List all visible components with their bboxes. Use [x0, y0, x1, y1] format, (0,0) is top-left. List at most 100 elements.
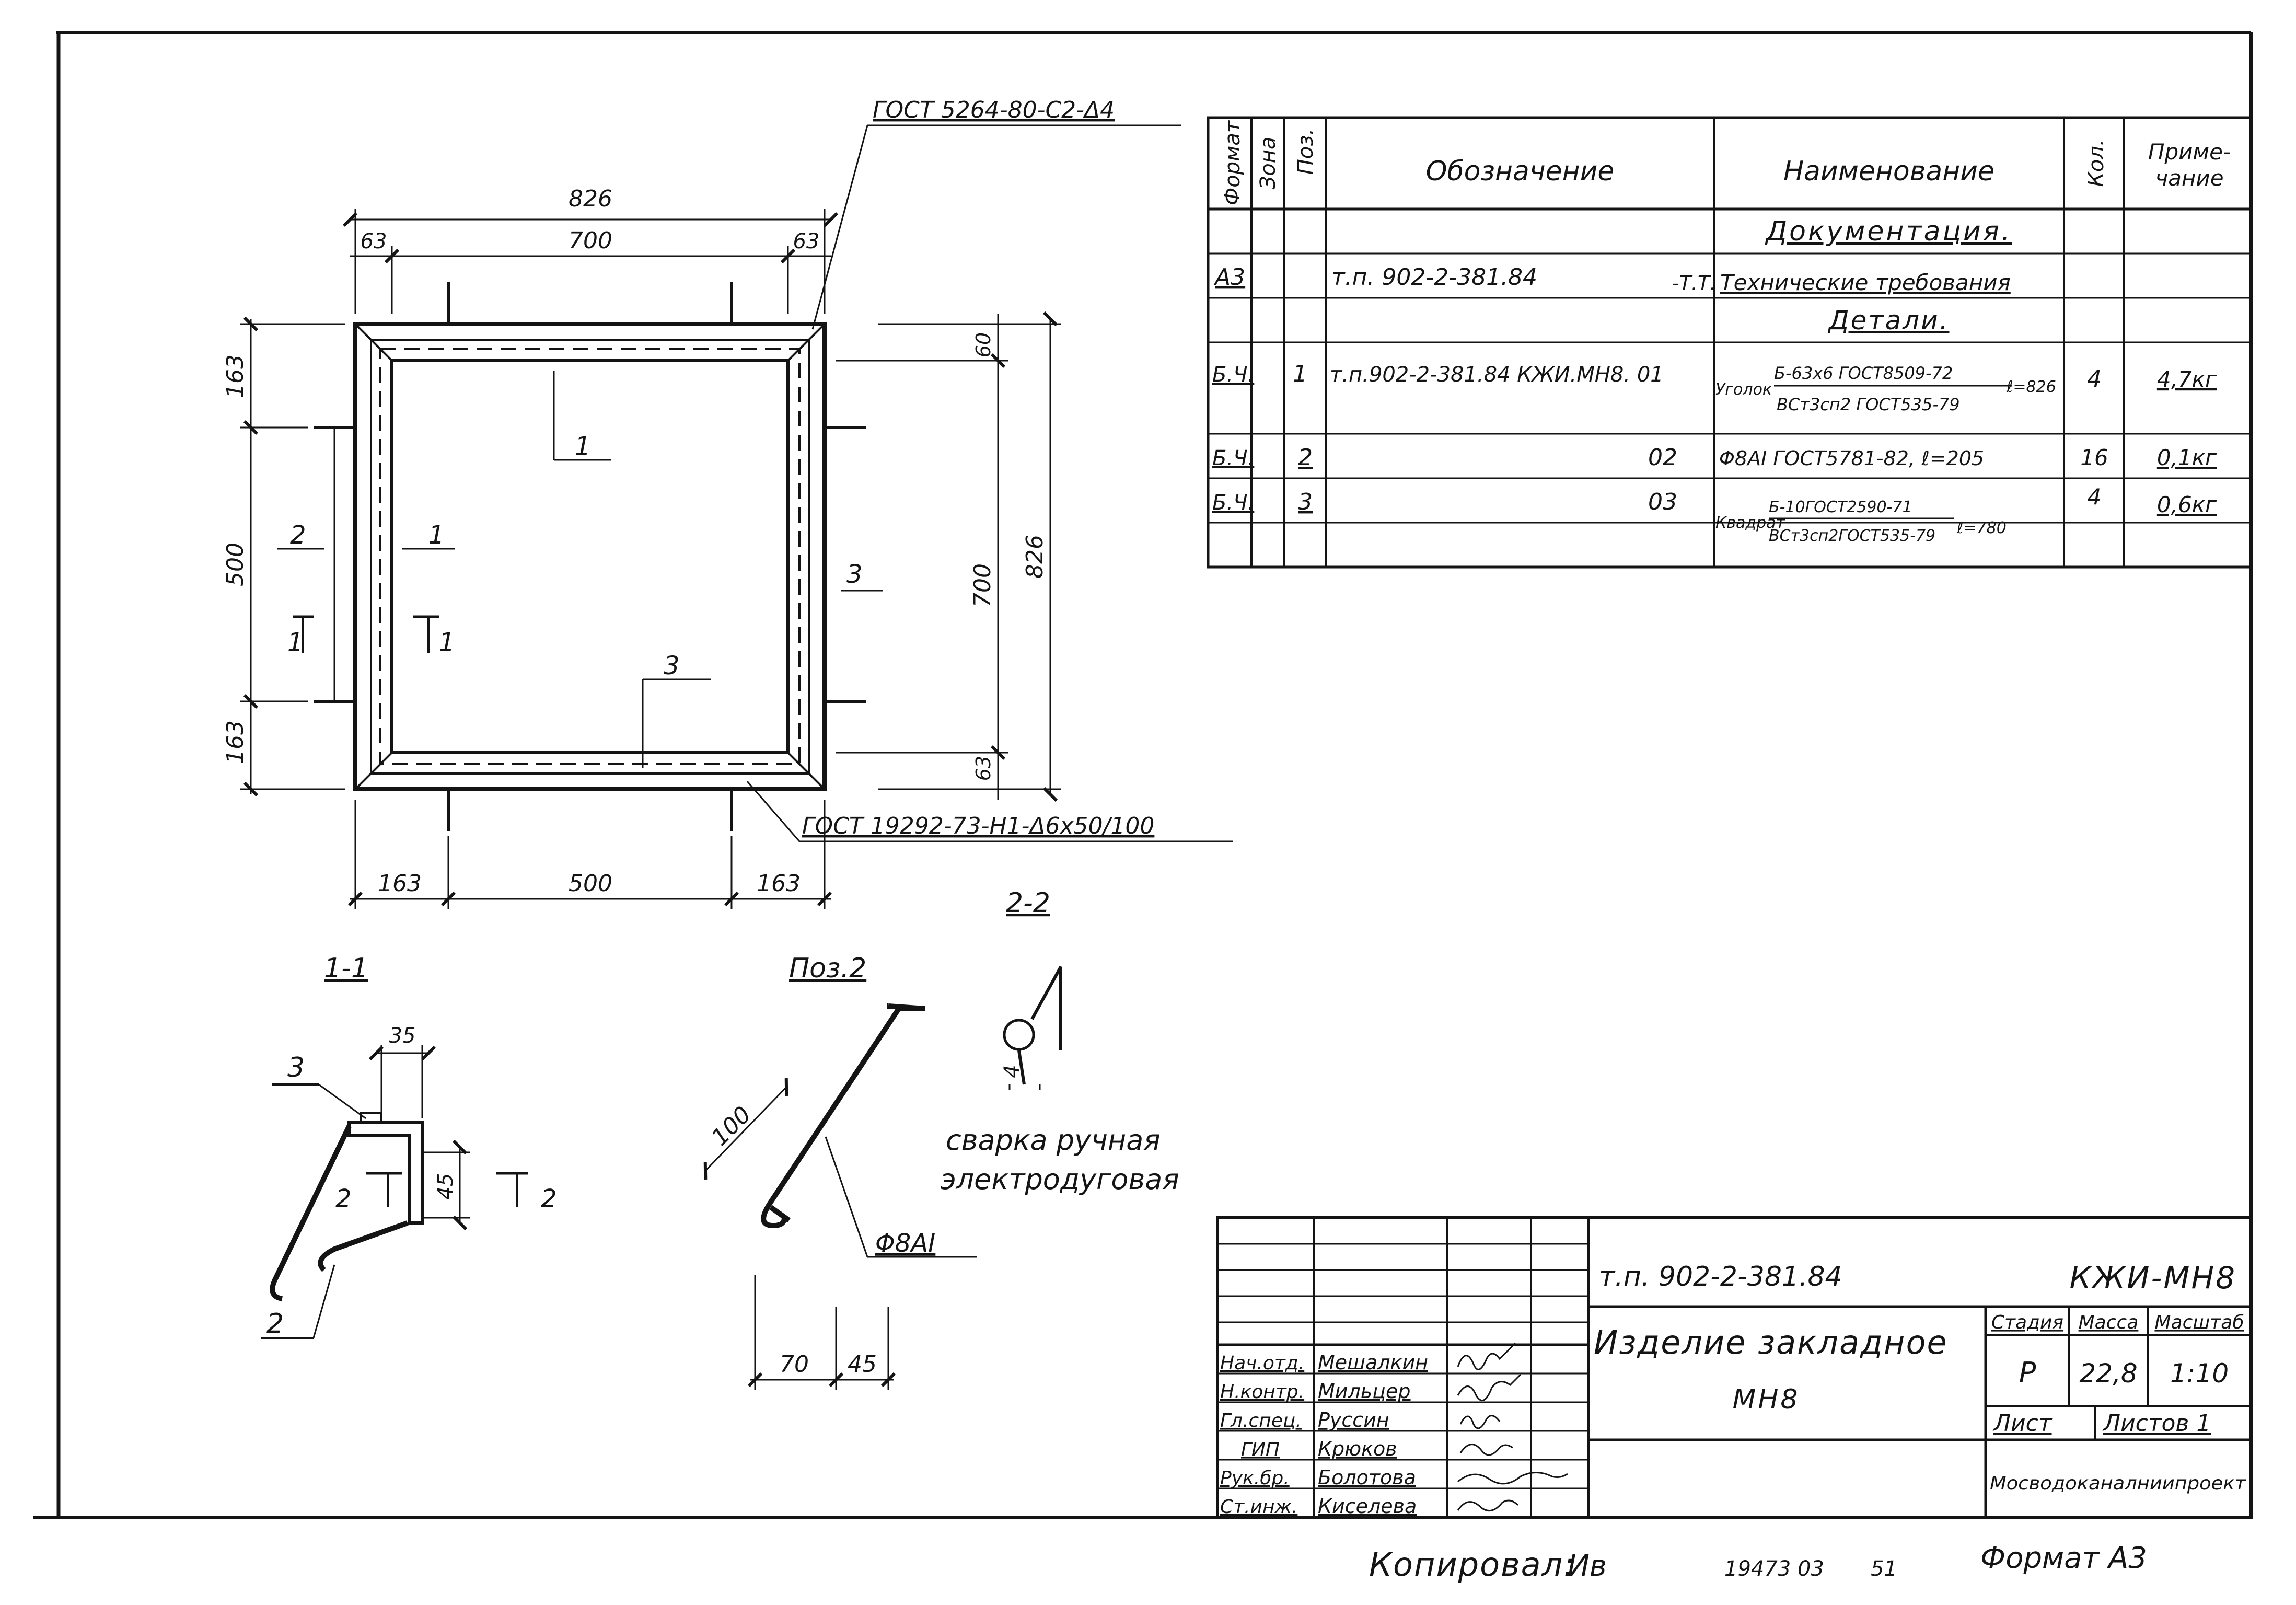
row3-note: 0,1кг	[2157, 445, 2217, 470]
scale-header: Масштаб	[2154, 1312, 2244, 1333]
row3-qty: 16	[2080, 445, 2108, 470]
row4-format: Б.Ч.	[1212, 491, 1254, 515]
header-name: Наименование	[1783, 156, 1994, 187]
section-2-2: 2-2 4	[1000, 887, 1062, 1090]
documentation-title: Документация.	[1765, 216, 2012, 247]
staff-role-3: Гл.спец.	[1220, 1410, 1302, 1431]
weld-note-line1: сварка ручная	[946, 1124, 1161, 1157]
staff-name-5: Болотова	[1318, 1466, 1416, 1489]
mass-header: Масса	[2079, 1312, 2139, 1333]
dim-right-60: 60	[972, 332, 995, 357]
stage-value: Р	[2019, 1356, 2036, 1389]
dim-4: 4	[1000, 1065, 1024, 1078]
dim-45: 45	[434, 1173, 458, 1200]
dim-35: 35	[389, 1024, 416, 1048]
dim-45-bottom: 45	[848, 1351, 877, 1378]
dim-70: 70	[780, 1351, 809, 1378]
header-zone: Зона	[1256, 137, 1280, 190]
staff-name-1: Мешалкин	[1318, 1351, 1428, 1374]
row4-note: 0,6кг	[2157, 492, 2217, 517]
plan-pos-2: 2	[290, 521, 306, 550]
stage-header: Стадия	[1991, 1312, 2063, 1333]
organization: Мосводоканалниипроект	[1990, 1473, 2246, 1494]
staff-name-2: Мильцер	[1318, 1380, 1411, 1403]
dim-overall-width: 826	[569, 186, 612, 212]
staff-role-1: Нач.отд.	[1220, 1353, 1304, 1374]
details-title: Детали.	[1828, 305, 1950, 336]
row2-format: Б.Ч.	[1212, 363, 1254, 387]
row2-note: 4,7кг	[2157, 366, 2217, 392]
footer-inventory: 19473 03	[1724, 1557, 1824, 1581]
staff-role-4: ГИП	[1241, 1439, 1280, 1460]
signatures	[1457, 1342, 1568, 1512]
section-1-pos-2: 2	[266, 1308, 284, 1340]
row2-name-suffix: ℓ=826	[2006, 378, 2056, 396]
row2-name-prefix: Уголок	[1715, 380, 1772, 399]
plan-pos-3-bottom: 3	[664, 651, 680, 680]
row4-name-suffix: ℓ=780	[1956, 519, 2007, 537]
row3-format: Б.Ч.	[1212, 446, 1254, 470]
sheet-label: Лист	[1992, 1410, 2053, 1437]
plan-pos-1-top: 1	[575, 432, 591, 461]
dim-100: 100	[706, 1101, 756, 1151]
rebar-label: Φ8АI	[875, 1229, 935, 1258]
row2-name-line1: Б-63х6 ГОСТ8509-72	[1774, 363, 1953, 383]
header-pos: Поз.	[1294, 129, 1318, 175]
title-block: т.п. 902-2-381.84 КЖИ-МН8 Изделие заклад…	[1216, 1216, 2253, 1519]
section-mark-right: 1	[439, 628, 455, 657]
dim-inner-width: 700	[569, 227, 612, 254]
row3-pos: 2	[1298, 444, 1313, 471]
footer-copied-initial: Ив	[1568, 1549, 1607, 1583]
staff-role-6: Ст.инж.	[1220, 1496, 1297, 1518]
weld-note: сварка ручная электродуговая	[941, 1124, 1179, 1196]
pos2-detail: Поз.2 100 Φ8АI 70 45	[703, 953, 977, 1390]
row2-pos: 1	[1293, 361, 1307, 387]
header-note-line1: Приме-	[2148, 139, 2231, 165]
plan-pos-1-left: 1	[428, 521, 445, 550]
plan-pos-3-right: 3	[846, 560, 863, 589]
row4-name-line2: ВСт3сп2ГОСТ535-79	[1769, 527, 1935, 545]
header-designation: Обозначение	[1426, 156, 1615, 187]
gost-weld-bottom: ГОСТ 19292-73-Н1-Δ6х50/100	[802, 813, 1154, 839]
dim-left-top-163: 163	[222, 354, 249, 398]
mass-value: 22,8	[2079, 1358, 2137, 1389]
dim-bottom-right-163: 163	[757, 870, 801, 897]
row4-qty: 4	[2088, 484, 2102, 510]
sheet-frame	[33, 31, 2253, 1519]
dim-bottom-500: 500	[569, 870, 612, 897]
header-qty: Кол.	[2084, 139, 2108, 187]
cut-mark-2-right: 2	[541, 1184, 557, 1214]
dim-right-700: 700	[969, 563, 996, 607]
header-format: Формат	[1221, 120, 1245, 205]
row2-name-line2: ВСт3сп2 ГОСТ535-79	[1777, 395, 1960, 414]
row4-name-prefix: Квадрат	[1715, 514, 1786, 532]
plan-view: 826 700 63 63 163 500 163 826 700 60 63	[222, 97, 1233, 909]
section-mark-left: 1	[287, 628, 304, 657]
title-product-line2: МН8	[1732, 1384, 1800, 1415]
dim-right-826: 826	[1022, 535, 1048, 579]
dim-bottom-left-163: 163	[378, 870, 422, 897]
section-1-1: 1-1 35 45 3 2 2 2	[261, 953, 557, 1340]
dim-left-500: 500	[222, 542, 249, 586]
spec-table: Формат Зона Поз. Обозначение Наименовани…	[1207, 116, 2253, 569]
row3-name: Φ8АI ГОСТ5781-82, ℓ=205	[1719, 447, 1984, 470]
dim-left-flange: 63	[361, 229, 387, 253]
dim-left-bottom-163: 163	[222, 720, 249, 764]
row2-designation: т.п.902-2-381.84 КЖИ.МН8. 01	[1330, 363, 1664, 387]
title-mark: КЖИ-МН8	[2069, 1260, 2236, 1296]
cut-mark-2-left: 2	[335, 1184, 352, 1214]
row1-name: Технические требования	[1720, 270, 2011, 295]
scale-value: 1:10	[2170, 1358, 2229, 1389]
row3-designation: 02	[1648, 444, 1677, 471]
staff-name-6: Киселева	[1318, 1495, 1417, 1518]
row4-pos: 3	[1298, 489, 1313, 515]
footer: Копировал: Ив 19473 03 51 Формат А3	[1369, 1541, 2147, 1584]
footer-copied: Копировал:	[1369, 1545, 1575, 1584]
staff-role-5: Рук.бр.	[1220, 1468, 1290, 1489]
row1-format: А3	[1213, 264, 1245, 291]
section-1-pos-3: 3	[287, 1052, 305, 1083]
staff-role-2: Н.контр.	[1220, 1381, 1304, 1403]
pos2-title: Поз.2	[789, 953, 866, 984]
section-1-1-title: 1-1	[324, 953, 368, 984]
